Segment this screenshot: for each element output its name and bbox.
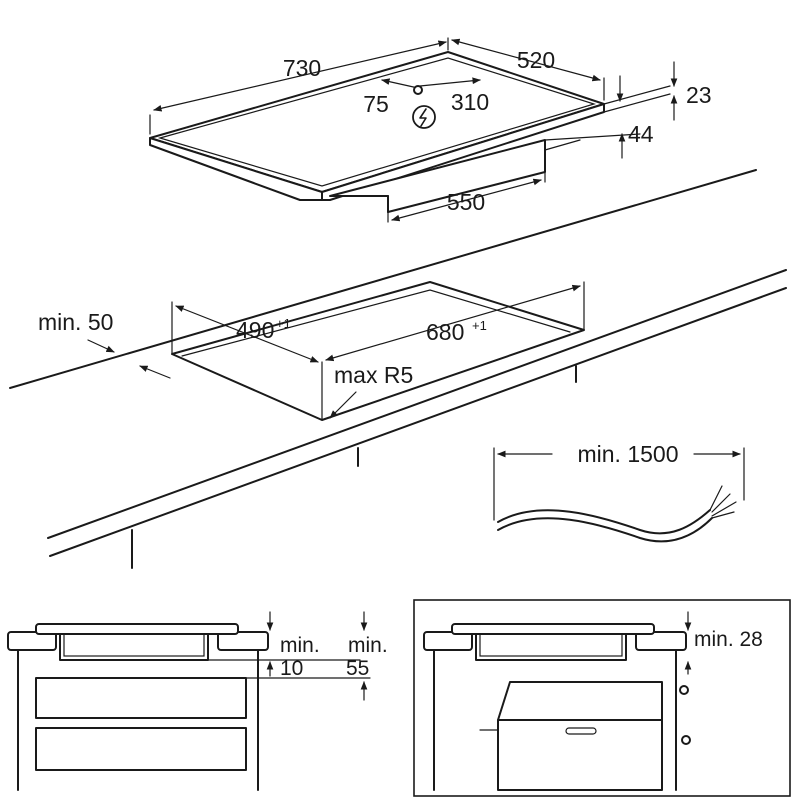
worktop-front-edge-lower xyxy=(49,287,787,557)
worktop-right-section xyxy=(217,631,269,651)
drawer-top xyxy=(35,677,247,719)
cutout-depth-tolerance: +1 xyxy=(276,316,291,331)
total-height-label: 44 xyxy=(628,121,654,147)
oven-worktop-left xyxy=(423,631,473,651)
hob-glass-side xyxy=(35,623,239,635)
dim-310-line xyxy=(419,77,481,87)
dim-520-line xyxy=(451,38,601,82)
worktop-front-edge xyxy=(47,269,787,539)
drawer-gap-value: 10 xyxy=(280,657,303,680)
hob-body-side xyxy=(59,633,209,661)
dim-44-ext xyxy=(544,133,641,141)
oven-gap-label: min. 28 xyxy=(694,628,763,651)
hob-glass-edge-right xyxy=(321,103,605,201)
hob-glass-edge xyxy=(149,137,323,201)
oven-worktop-right xyxy=(635,631,687,651)
worktop-left-section xyxy=(7,631,57,651)
glass-thickness-label: 23 xyxy=(686,82,712,108)
connection-point xyxy=(413,85,423,95)
oven-hob-body xyxy=(475,633,627,661)
cable-line-2 xyxy=(497,517,713,543)
drawer-installation: min. 10 min. 55 xyxy=(7,611,388,791)
hob-width-label: 730 xyxy=(283,55,321,81)
oven-knob-top xyxy=(679,685,689,695)
cutout-width-label: 680 xyxy=(426,319,464,345)
cable-drawing: min. 1500 xyxy=(493,441,745,543)
dim-490-line xyxy=(175,305,319,363)
body-width-label: 550 xyxy=(447,189,485,215)
hob-body-step xyxy=(544,139,581,151)
drawer-space-label: min. xyxy=(348,634,388,657)
cable-line xyxy=(497,509,711,535)
cable-wires xyxy=(709,485,737,519)
worktop-left-edge-hidden xyxy=(10,388,48,538)
oven-installation: min. 28 xyxy=(413,599,791,797)
dim-550-line xyxy=(391,178,542,222)
oven-handle xyxy=(565,727,597,735)
drawer-gap-label: min. xyxy=(280,634,320,657)
hob-drawing: 730 520 75 310 23 44 550 xyxy=(149,37,712,223)
connection-offset-right: 310 xyxy=(451,89,489,115)
dim-730-line xyxy=(153,40,447,112)
oven-knob-bottom xyxy=(681,735,691,745)
hob-body-inner xyxy=(63,633,205,657)
corner-radius-arrow xyxy=(329,391,357,419)
worktop-back-edge xyxy=(9,169,757,389)
front-margin-label: min. 50 xyxy=(38,309,113,335)
cutout-width-tolerance: +1 xyxy=(472,318,487,333)
cable-length-label: min. 1500 xyxy=(577,441,678,467)
electrical-connection-icon xyxy=(412,105,436,129)
cutout-depth-label: 490 xyxy=(236,317,274,343)
corner-radius-label: max R5 xyxy=(334,362,413,388)
oven-frame xyxy=(413,599,791,797)
oven-hob-body-inner xyxy=(479,633,623,657)
dim-23-ext-bottom xyxy=(603,93,671,113)
worktop-drawing: min. 50 490 +1 680 +1 max R5 xyxy=(9,169,787,569)
oven-box xyxy=(497,681,663,791)
oven-hob-glass xyxy=(451,623,655,635)
dim-75-line xyxy=(381,78,419,89)
dim-23-ext-top xyxy=(603,85,671,105)
connection-offset-left: 75 xyxy=(363,91,389,117)
front-margin-arrow-in xyxy=(87,339,115,353)
hob-depth-label: 520 xyxy=(517,47,555,73)
dim-680-line xyxy=(325,284,581,362)
front-margin-arrow-out xyxy=(139,365,171,379)
drawer-space-value: 55 xyxy=(346,657,369,680)
drawer-bottom xyxy=(35,727,247,771)
